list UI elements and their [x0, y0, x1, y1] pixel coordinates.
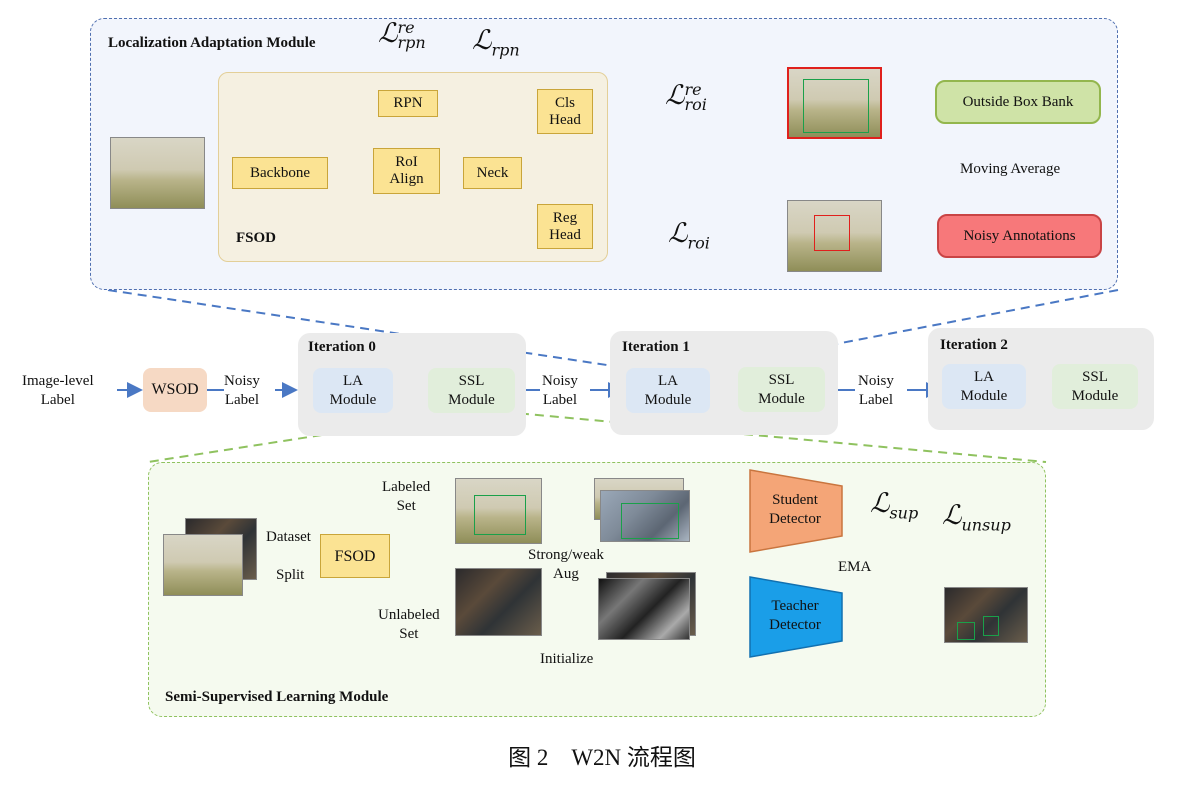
zoom-line-right-bottom [504, 411, 1047, 463]
cls-head-label-1: Cls [554, 94, 575, 111]
rpn-box: RPN [378, 90, 438, 117]
reg-head-label-1: Reg [552, 209, 578, 226]
ssl-fsod-label: FSOD [334, 547, 376, 565]
initialize-label: Initialize [540, 651, 594, 667]
reg-head-box: Reg Head [537, 204, 593, 249]
noisy-annotations-box: Noisy Annotations [937, 214, 1102, 258]
iteration-2-title: Iteration 2 [940, 337, 1008, 353]
ema-label: EMA [838, 559, 872, 575]
labeled-green-bbox [474, 495, 526, 535]
backbone-box: Backbone [232, 157, 328, 189]
loss-roi: ℒroi [668, 218, 710, 253]
zoom-line-right-top [699, 289, 1119, 371]
neck-box: Neck [463, 157, 522, 189]
teacher-detector-shape [749, 576, 843, 658]
fsod-label: FSOD [236, 230, 277, 246]
pseudo-green-bbox-1 [957, 622, 975, 640]
loss-rpn: ℒrpn [472, 25, 520, 60]
outside-box-dog-image [787, 67, 882, 139]
roi-align-label-1: RoI [395, 154, 418, 170]
ssl-module-title: Semi-Supervised Learning Module [165, 689, 389, 705]
unlabeled-room-image [455, 568, 542, 636]
reg-head-label-2: Head [549, 226, 581, 243]
loss-sup: ℒsup [870, 488, 919, 523]
wsod-box: WSOD [143, 368, 207, 412]
outside-box-bank-box: Outside Box Bank [935, 80, 1101, 124]
aug-dog-image-front [600, 490, 690, 542]
wsod-label: WSOD [151, 381, 199, 398]
dataset-split-label-1: Dataset [266, 529, 311, 545]
loss-unsup: ℒunsup [942, 500, 1011, 535]
iteration-1-title: Iteration 1 [622, 339, 690, 355]
noisy-annotation-dog-image [787, 200, 882, 272]
student-detector-shape [749, 469, 843, 553]
red-bbox [814, 215, 850, 251]
dataset-split-label-2: Split [276, 567, 305, 583]
outside-box-bank-label: Outside Box Bank [962, 93, 1074, 110]
backbone-label: Backbone [250, 164, 310, 181]
iteration-0-title: Iteration 0 [308, 339, 376, 355]
figure-caption: 图 2 W2N 流程图 [508, 745, 696, 770]
labeled-dog-image [455, 478, 542, 544]
dog-input-image [110, 137, 205, 209]
pseudo-label-room-image [944, 587, 1028, 643]
aug-green-bbox [621, 503, 679, 539]
roi-align-label-2: Align [389, 171, 424, 187]
pseudo-green-bbox-2 [983, 616, 999, 636]
rpn-label: RPN [393, 95, 423, 111]
noisy-annotations-label: Noisy Annotations [963, 227, 1076, 244]
aug-room-image-front [598, 578, 690, 640]
green-bbox [803, 79, 869, 133]
dataset-image-front [163, 534, 243, 596]
neck-label: Neck [476, 164, 509, 181]
cls-head-box: Cls Head [537, 89, 593, 134]
ssl-fsod-box: FSOD [320, 534, 390, 578]
la-module-title: Localization Adaptation Module [108, 35, 316, 51]
roi-align-box: RoI Align [373, 148, 440, 194]
cls-head-label-2: Head [549, 111, 581, 128]
zoom-line-left-bottom [147, 411, 471, 463]
moving-average-label: Moving Average [960, 161, 1061, 177]
